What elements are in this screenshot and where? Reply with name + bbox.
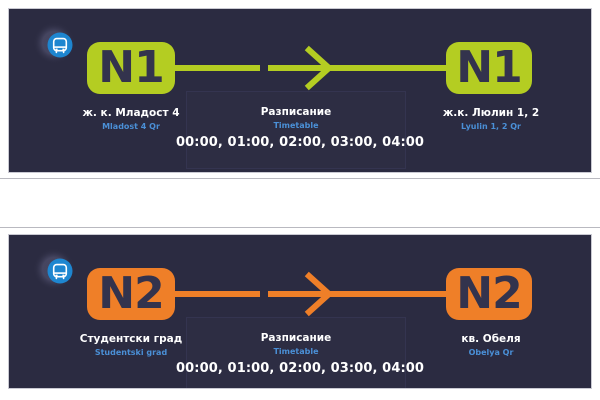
bus-icon: [52, 263, 68, 280]
route-badge-label: N2: [98, 268, 164, 319]
stop-destination-n2: кв. Обеля Obelya Qr: [399, 333, 583, 357]
route-panel-n2: N2 N2 Студентски град Studentski grad кв…: [8, 234, 592, 389]
stop-name-latin: Lyulin 1, 2 Qr: [461, 122, 521, 132]
timetable-title: Разписание: [260, 106, 332, 118]
stop-name: ж. к. Младост 4: [82, 107, 180, 119]
timetable-title: Разписание: [260, 332, 332, 344]
route-badge-label: N1: [456, 42, 522, 93]
bus-wheel-left-icon: [55, 274, 58, 277]
logo-svg: [33, 22, 75, 64]
route-badge-destination-n2[interactable]: N2: [446, 268, 532, 320]
bus-wheel-right-icon: [62, 48, 65, 51]
timetable-times: 00:00, 01:00, 02:00, 03:00, 04:00: [176, 135, 425, 151]
stop-name-latin: Mladost 4 Qr: [102, 122, 160, 132]
section-separator-top: [0, 178, 600, 179]
timetable-frame-n1: [186, 91, 406, 169]
bus-wheel-left-icon: [55, 48, 58, 51]
stop-origin-n1: ж. к. Младост 4 Mladost 4 Qr: [39, 107, 223, 131]
stop-name: ж.к. Люлин 1, 2: [442, 107, 540, 119]
bus-icon: [52, 37, 68, 54]
timetable-n1: Разписание Timetable 00:00, 01:00, 02:00…: [176, 106, 425, 151]
stop-name-latin: Studentski grad: [94, 348, 168, 358]
night-bus-logo: [29, 21, 81, 67]
stop-origin-n2: Студентски град Studentski grad: [39, 333, 223, 357]
arrow-head-icon: [304, 271, 334, 317]
timetable-title-latin: Timetable: [273, 347, 319, 357]
logo-circle: [47, 258, 73, 284]
route-panel-n1: N1 N1 ж. к. Младост 4 Mladost 4 Qr ж.к. …: [8, 8, 592, 173]
timetable-title-latin: Timetable: [273, 121, 319, 131]
stop-name: Студентски град: [79, 333, 183, 345]
stop-destination-n1: ж.к. Люлин 1, 2 Lyulin 1, 2 Qr: [399, 107, 583, 131]
timetable-frame-n2: [186, 317, 406, 388]
stop-name: кв. Обеля: [461, 333, 521, 345]
section-separator-bottom: [0, 227, 600, 228]
stop-name-latin: Obelya Qr: [468, 348, 514, 358]
logo-svg: [33, 248, 75, 290]
bus-wheel-right-icon: [62, 274, 65, 277]
route-badge-origin-n1[interactable]: N1: [87, 42, 175, 94]
night-bus-logo: [29, 247, 81, 293]
route-badge-destination-n1[interactable]: N1: [446, 42, 532, 94]
timetable-n2: Разписание Timetable 00:00, 01:00, 02:00…: [176, 332, 425, 377]
route-badge-origin-n2[interactable]: N2: [87, 268, 175, 320]
timetable-times: 00:00, 01:00, 02:00, 03:00, 04:00: [176, 361, 425, 377]
route-badge-label: N1: [98, 42, 164, 93]
arrow-head-icon: [304, 45, 334, 91]
logo-circle: [47, 32, 73, 58]
route-badge-label: N2: [456, 268, 522, 319]
